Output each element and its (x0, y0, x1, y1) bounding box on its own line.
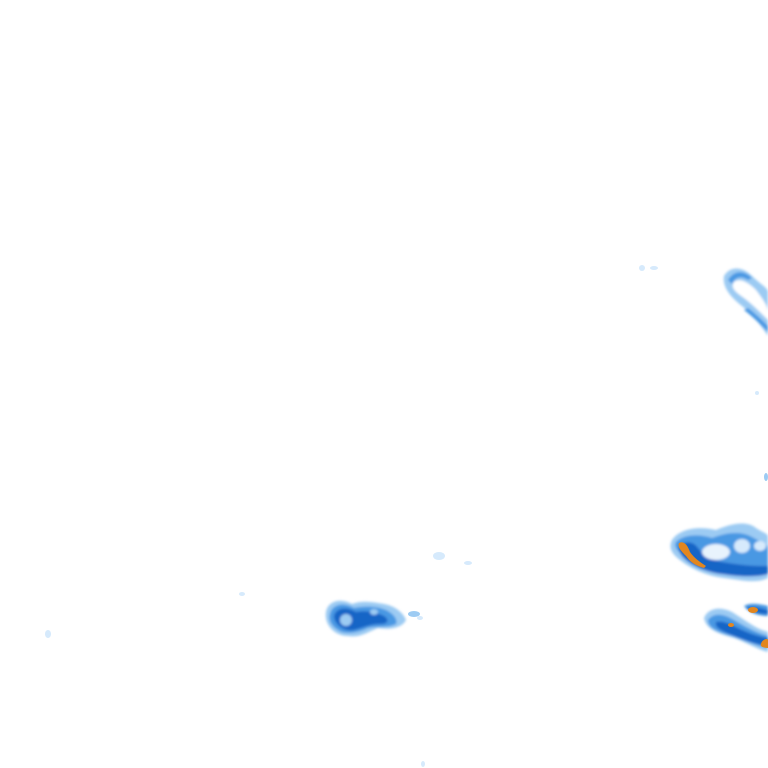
echo-upper-right-band (723, 268, 768, 336)
band-edge (728, 272, 752, 284)
speck (417, 616, 423, 620)
cell-hole (340, 614, 352, 626)
speck (433, 552, 445, 560)
cluster-hole (754, 541, 766, 551)
streak-core-orange (760, 639, 768, 648)
speck (650, 266, 658, 270)
speck (421, 761, 425, 767)
cluster-hole (734, 539, 750, 553)
cluster-core-orange (678, 542, 706, 568)
echo-right-bottom-streak (704, 603, 768, 652)
echo-center-left-cell (325, 600, 406, 637)
streak-heavy (715, 621, 768, 646)
streak-core-orange (748, 607, 758, 613)
speck (408, 611, 420, 617)
speck (639, 265, 645, 271)
speck (239, 592, 245, 596)
band-lower-edge (744, 308, 768, 332)
cell-hole (370, 609, 378, 615)
streak-core-orange (728, 623, 734, 627)
speck (464, 561, 472, 565)
speck (764, 473, 768, 481)
cluster-hole (702, 544, 730, 560)
speck (45, 630, 51, 638)
echo-right-cluster (670, 523, 768, 582)
cluster-heavy (678, 542, 768, 577)
speck (755, 391, 759, 395)
band-inner-hole (732, 280, 768, 320)
